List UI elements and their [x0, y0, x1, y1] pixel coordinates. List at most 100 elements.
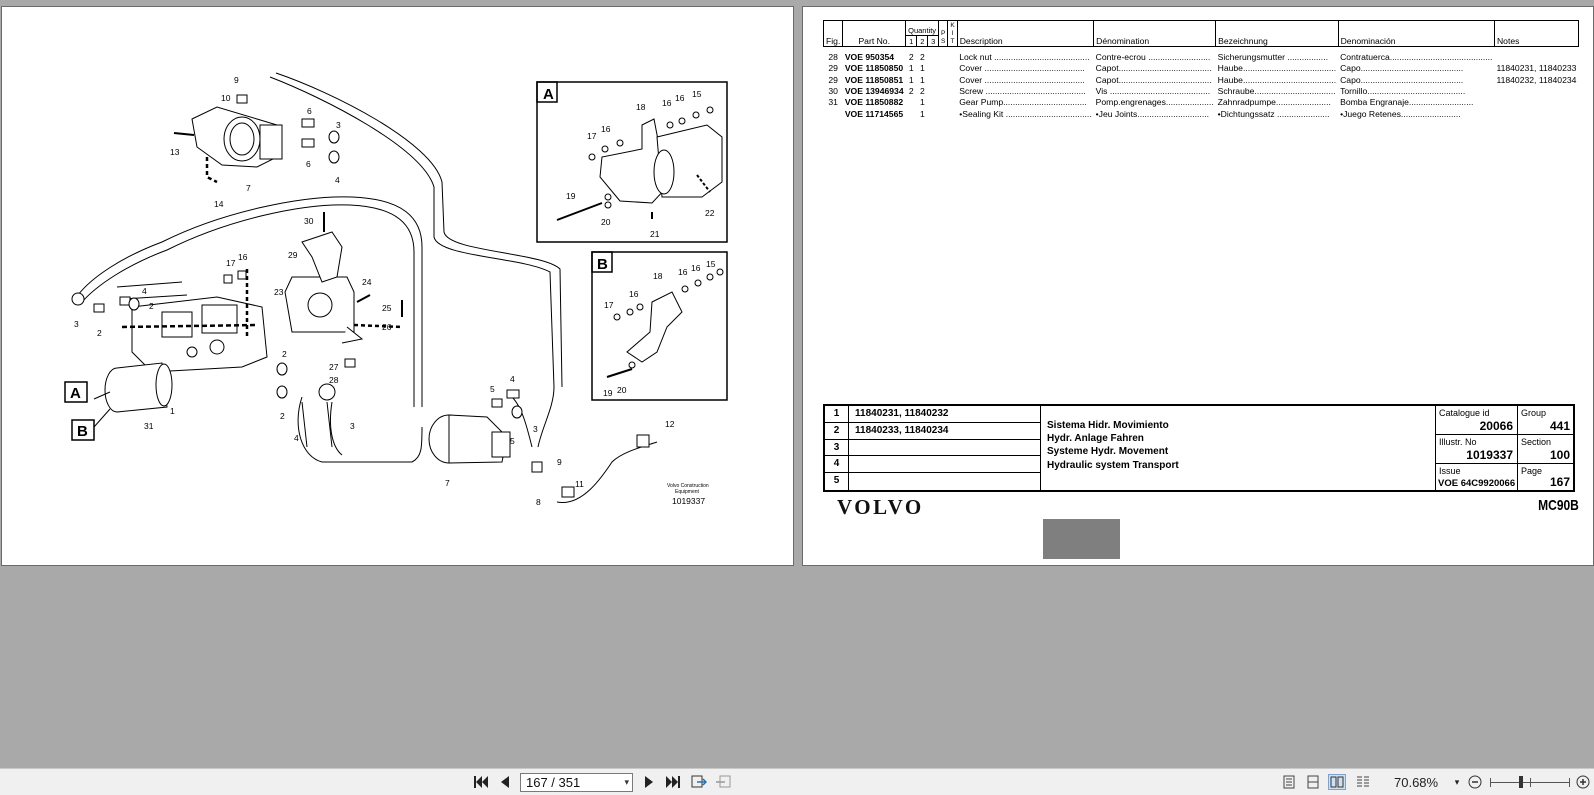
parts-table: Fig. Part No. Quantity P S K I T Descrip… — [822, 20, 1579, 119]
qty1-cell: 2 — [908, 52, 914, 63]
last-page-icon — [666, 776, 680, 788]
zoom-dropdown-chevron-icon[interactable]: ▾ — [1454, 776, 1460, 787]
callout-17: 17 — [604, 300, 614, 310]
qty3-cell — [928, 63, 939, 74]
section-label: Section — [1521, 437, 1552, 447]
col-qty-1: 1 — [905, 35, 918, 47]
callout-7: 7 — [246, 183, 251, 193]
table-row: VOE 11714565 1 •Sealing Kit ............… — [824, 108, 1579, 119]
denominacion-cell: Contratuerca............................… — [1340, 52, 1493, 63]
qty3-cell — [928, 85, 939, 96]
zoom-out-button[interactable] — [1466, 774, 1484, 790]
callout-6: 6 — [307, 106, 312, 116]
illustration-cell: Illustr. No 1019337 — [1436, 435, 1518, 464]
callout-1: 1 — [170, 406, 175, 416]
notes-cell — [1494, 97, 1578, 108]
facing-continuous-view-button[interactable] — [1354, 774, 1372, 790]
col-kit: K I T — [947, 20, 958, 47]
callout-16: 16 — [662, 98, 672, 108]
bezeichnung-cell: •Dichtungssatz ...................... — [1217, 108, 1330, 119]
variant-value: 11840233, 11840234 — [855, 424, 949, 436]
continuous-view-button[interactable] — [1304, 774, 1322, 790]
qty3-cell — [928, 52, 939, 63]
bezeichnung-cell: Zahnradpumpe....................... — [1217, 97, 1331, 108]
exploded-parts-diagram: 9 10 13 6 6 3 4 7 14 30 29 17 16 24 23 2… — [64, 72, 728, 507]
first-page-button[interactable] — [472, 774, 490, 790]
notes-cell: 11840231, 11840233 — [1496, 63, 1577, 74]
callout-15: 15 — [692, 89, 702, 99]
next-page-button[interactable] — [640, 774, 658, 790]
fig-cell — [824, 108, 843, 119]
denominacion-cell: Capo....................................… — [1340, 63, 1464, 74]
slider-tick — [1530, 778, 1531, 787]
callout-16: 16 — [238, 252, 248, 262]
callout-19: 19 — [566, 191, 576, 201]
qty1-cell — [906, 108, 917, 119]
page-label: Page — [1521, 466, 1543, 476]
variant-value: 11840231, 11840232 — [855, 408, 949, 419]
callout-28: 28 — [329, 375, 339, 385]
zoom-slider-thumb[interactable] — [1519, 776, 1523, 788]
single-page-view-button[interactable] — [1280, 774, 1298, 790]
zoom-in-button[interactable] — [1575, 774, 1591, 790]
bezeichnung-cell: Haube...................................… — [1217, 63, 1337, 74]
ref-company-line2: Equipment — [675, 489, 700, 495]
callout-3: 3 — [350, 421, 355, 431]
callout-23: 23 — [274, 287, 284, 297]
variant-row: 2 11840233, 11840234 — [825, 422, 1040, 440]
zoom-level[interactable]: 70.68% — [1394, 775, 1439, 790]
part-no-cell: VOE 11850850 — [844, 63, 904, 74]
callout-3: 3 — [336, 120, 341, 130]
qty2-cell: 1 — [920, 108, 925, 119]
callout-2: 2 — [97, 328, 102, 338]
illustration-value: 1019337 — [1466, 448, 1513, 462]
col-bezeichnung: Bezeichnung — [1215, 20, 1339, 47]
section-value: 100 — [1549, 448, 1570, 462]
callout-18: 18 — [653, 271, 663, 281]
facing-pages-icon — [1330, 776, 1344, 788]
continuous-page-icon — [1307, 775, 1319, 789]
pointer-a-label: A — [70, 385, 81, 402]
facing-view-button[interactable] — [1328, 774, 1346, 790]
callout-2: 2 — [280, 411, 285, 421]
chevron-down-icon[interactable]: ▾ — [624, 777, 629, 787]
callout-16: 16 — [629, 289, 639, 299]
callout-26: 26 — [382, 322, 392, 332]
callout-2: 2 — [149, 301, 154, 311]
issue-value: VOE 64C9920066 — [1438, 478, 1516, 489]
triangle-right-icon — [645, 776, 653, 788]
part-no-cell: VOE 11850851 — [844, 74, 904, 85]
callout-2: 2 — [282, 349, 287, 359]
variant-number: 1 — [825, 406, 849, 422]
facing-continuous-icon — [1357, 776, 1369, 787]
fig-cell: 29 — [828, 74, 838, 85]
previous-page-button[interactable] — [496, 774, 514, 790]
notes-cell — [1494, 108, 1578, 119]
minus-circle-icon — [1468, 775, 1482, 789]
parts-list-page: Fig. Part No. Quantity P S K I T Descrip… — [802, 6, 1594, 566]
callout-4: 4 — [510, 374, 515, 384]
title-es: Sistema Hidr. Movimiento — [1047, 420, 1169, 431]
qty2-cell: 1 — [920, 74, 925, 85]
callout-8: 8 — [536, 497, 541, 507]
qty3-cell — [928, 97, 939, 108]
group-cell: Group 441 — [1518, 406, 1574, 435]
fig-cell: 31 — [828, 97, 838, 108]
go-back-view-button[interactable] — [690, 774, 708, 790]
denomination-cell: Contre-ecrou .......................... — [1095, 52, 1211, 63]
callout-22: 22 — [705, 208, 715, 218]
page-number-input[interactable]: 167 / 351 ▾ — [520, 773, 633, 792]
ref-illustration-number: 1019337 — [672, 496, 705, 506]
bezeichnung-cell: Haube...................................… — [1217, 74, 1337, 85]
description-cell: •Sealing Kit ...........................… — [959, 108, 1092, 119]
col-quantity: Quantity — [905, 20, 940, 36]
callout-16: 16 — [601, 124, 611, 134]
page-overlay-block — [1043, 519, 1120, 559]
variant-number: 2 — [825, 422, 849, 439]
go-forward-view-button[interactable] — [714, 774, 732, 790]
table-row: 31 VOE 11850882 1 Gear Pump.............… — [824, 97, 1579, 108]
pointer-b-label: B — [77, 423, 88, 440]
description-cell: Lock nut ...............................… — [959, 52, 1090, 63]
last-page-button[interactable] — [664, 774, 682, 790]
variant-number: 3 — [825, 439, 849, 456]
